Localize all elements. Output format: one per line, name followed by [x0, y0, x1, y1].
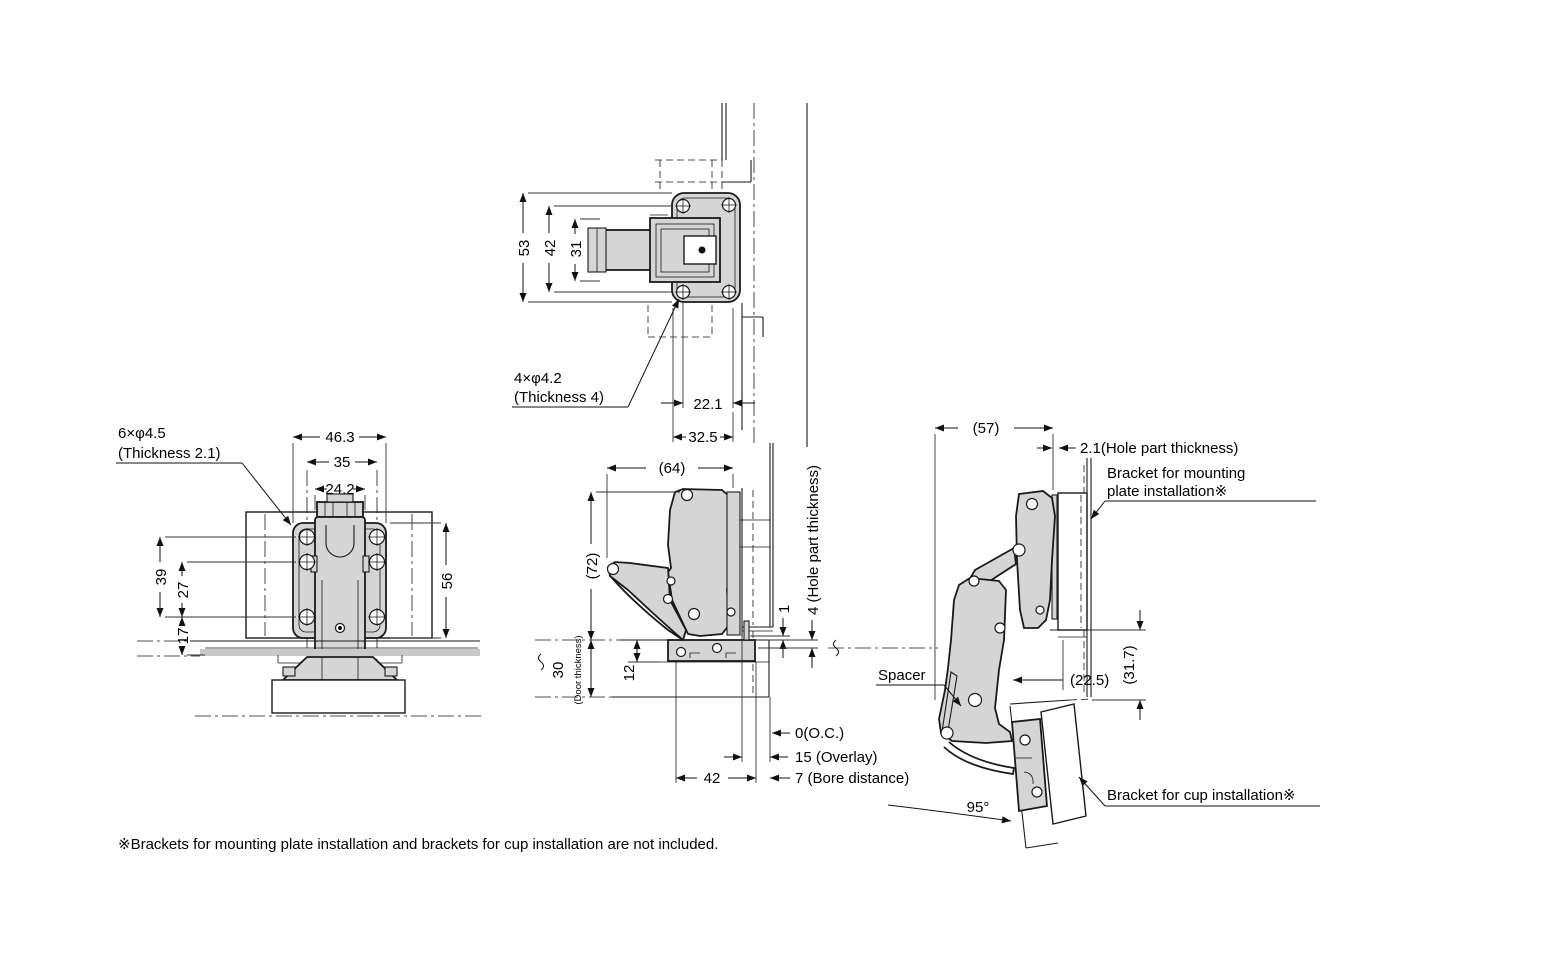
dim-12: 12	[621, 665, 638, 682]
label-leader	[1090, 500, 1106, 520]
dim-27: 27	[175, 582, 192, 599]
dim-15-overlay: 15 (Overlay)	[795, 749, 878, 766]
dim-42: 42	[542, 240, 559, 257]
arm-side-tab	[362, 555, 370, 573]
callout-front-holes: 6×φ4.5	[118, 425, 166, 442]
cup-pin	[743, 620, 750, 641]
dim-7-bore: 7 (Bore distance)	[795, 770, 909, 787]
dim-30-label: (Door thickness)	[573, 635, 584, 704]
dim-22-1: 22.1	[693, 396, 722, 413]
dim-39: 39	[153, 569, 170, 586]
plate-screw-holes-front	[298, 528, 386, 626]
footnote: ※Brackets for mounting plate installatio…	[118, 836, 718, 853]
label-spacer: Spacer	[878, 667, 926, 684]
hinge-arm-front	[314, 516, 366, 656]
side-view-open-95: (57) 2.1(Hole part thickness) Bracket fo…	[828, 420, 1320, 849]
dim-72: (72)	[584, 553, 601, 580]
dim-1: 1	[776, 605, 793, 613]
bracket-mounting-plate	[1057, 492, 1088, 631]
callout-leader	[241, 462, 292, 526]
label-bracket-mounting-line2: plate installation※	[1107, 483, 1227, 500]
cup-front	[280, 656, 400, 681]
cup-boss	[271, 679, 406, 714]
side-view-closed: (64) (72) 30 (Door thickness) 12 1 4 (Ho…	[535, 443, 909, 787]
hinge-arm-open	[1015, 490, 1056, 629]
dim-17: 17	[175, 628, 192, 645]
dim-0-oc: 0(O.C.)	[795, 725, 844, 742]
hinge-band-open	[943, 741, 1016, 776]
dim-2-1: 2.1(Hole part thickness)	[1080, 440, 1238, 457]
dim-46-3: 46.3	[325, 429, 354, 446]
label-leader	[1078, 776, 1106, 807]
dim-22-5: (22.5)	[1070, 672, 1109, 689]
cup-tab	[282, 666, 296, 677]
hinge-band	[611, 577, 687, 643]
label-bracket-cup: Bracket for cup installation※	[1107, 787, 1296, 804]
hinge-knuckle	[316, 501, 364, 518]
dim-64: (64)	[659, 460, 686, 477]
arm-slot	[325, 525, 355, 558]
cup-tab	[384, 666, 398, 677]
break-squiggle	[537, 653, 545, 671]
dim-95-deg: 95°	[967, 799, 990, 816]
door-edge-top	[1009, 699, 1071, 705]
break-squiggle	[832, 639, 840, 657]
dim-32-5: 32.5	[688, 429, 717, 446]
dim-4-hole-part: 4 (Hole part thickness)	[805, 465, 822, 615]
dim-56: 56	[439, 573, 456, 590]
angle-arc-95	[887, 804, 1012, 824]
dim-31: 31	[568, 241, 585, 258]
label-leader	[943, 684, 962, 707]
pivot-dot	[698, 246, 706, 254]
callout-leader	[627, 298, 680, 408]
dim-24-2: 24.2	[325, 481, 354, 498]
callout-top-thickness: (Thickness 4)	[514, 389, 604, 406]
hinge-arm-top	[603, 229, 655, 271]
plate-edge-strip	[726, 491, 741, 636]
cup-open	[1011, 718, 1048, 813]
dim-42: 42	[704, 770, 721, 787]
dim-53: 53	[516, 240, 533, 257]
top-view: 53 42 31 22.1 32.5 4×φ4.2 (Thickness 4)	[512, 103, 808, 447]
label-bracket-mounting-line1: Bracket for mounting	[1107, 465, 1245, 482]
hinge-knuckle-top	[326, 493, 354, 503]
callout-front-thickness: (Thickness 2.1)	[118, 445, 221, 462]
cup-flange-band	[200, 649, 480, 656]
dim-30: 30	[550, 662, 567, 679]
plate-screw-holes-top	[675, 197, 737, 300]
dim-31-7: (31.7)	[1121, 645, 1138, 684]
front-view: 46.3 35 24.2 39 27 17 56 6×φ4.5 (	[116, 425, 485, 717]
dim-35: 35	[334, 454, 351, 471]
dim-57: (57)	[973, 420, 1000, 437]
callout-top-holes: 4×φ4.2	[514, 370, 562, 387]
